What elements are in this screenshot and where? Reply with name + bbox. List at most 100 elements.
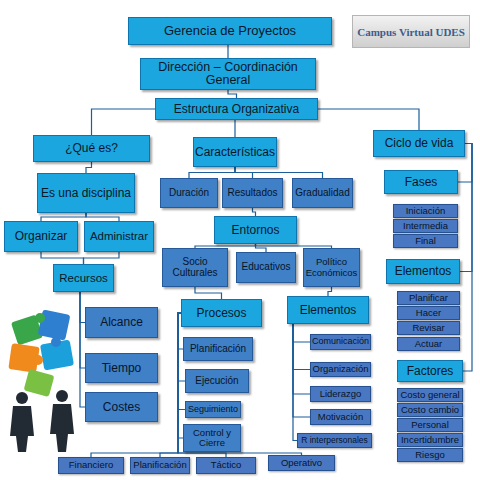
list-item-box: Planificación xyxy=(130,457,190,474)
node-text: Hacer xyxy=(416,308,441,318)
concept-box: Procesos xyxy=(181,299,262,327)
node-text: Costes xyxy=(103,401,140,414)
node-text: Financiero xyxy=(69,460,113,470)
connector-line xyxy=(178,313,302,455)
list-item-box: R interpersonales xyxy=(297,433,372,448)
connector-line xyxy=(41,213,86,221)
node-text: Motivación xyxy=(318,412,363,422)
connector-line xyxy=(235,167,323,178)
list-item-box: Personal xyxy=(397,418,463,432)
connector-line xyxy=(293,324,310,394)
node-text: Control y Cierre xyxy=(186,428,238,449)
node-text: Personal xyxy=(411,420,449,430)
list-item-box: Iniciación xyxy=(393,204,458,218)
list-item-box: Motivación xyxy=(310,409,371,425)
node-text: Estructura Organizativa xyxy=(174,103,299,116)
sub-concept-box: Costes xyxy=(85,392,158,422)
sub-concept-box: Planificación xyxy=(183,337,253,361)
sub-concept-box: Duración xyxy=(160,178,218,208)
node-text: Elementos xyxy=(300,304,357,317)
node-text: Elementos xyxy=(395,265,452,278)
node-text: Tiempo xyxy=(102,362,142,375)
sub-concept-box: Político Económicos xyxy=(303,248,360,287)
node-text: Final xyxy=(415,236,436,246)
concept-box: Elementos xyxy=(287,296,369,324)
connector-line xyxy=(189,167,235,178)
node-text: Entornos xyxy=(231,224,279,237)
connector-line xyxy=(178,313,185,410)
sub-concept-box: Control y Cierre xyxy=(183,424,241,452)
node-text: Características xyxy=(195,146,275,159)
concept-box: Estructura Organizativa xyxy=(155,98,318,120)
connector-line xyxy=(293,324,310,370)
node-text: Ejecución xyxy=(195,376,238,387)
concept-box: Recursos xyxy=(53,264,114,292)
connector-line xyxy=(195,287,222,299)
node-text: Administrar xyxy=(90,230,148,242)
concept-box: Elementos xyxy=(386,259,460,284)
list-item-box: Táctico xyxy=(196,457,256,474)
node-text: Comunicación xyxy=(312,337,369,347)
list-item-box: Financiero xyxy=(58,457,124,474)
node-text: Seguimiento xyxy=(188,405,238,415)
connector-line xyxy=(92,109,156,135)
node-text: ¿Qué es? xyxy=(65,142,118,155)
node-text: Intermedia xyxy=(403,221,448,231)
node-text: Revisar xyxy=(412,323,444,333)
list-item-box: Hacer xyxy=(397,306,460,320)
concept-box: Factores xyxy=(397,360,463,382)
list-item-box: Incertidumbre xyxy=(397,433,463,447)
connector-line xyxy=(293,324,310,342)
node-text: Recursos xyxy=(59,272,108,284)
concept-box: Organizar xyxy=(4,221,78,252)
list-item-box: Revisar xyxy=(397,321,460,335)
sub-concept-box: Seguimiento xyxy=(185,401,241,418)
node-text: Fases xyxy=(405,176,438,189)
connector-line xyxy=(328,287,332,296)
connector-line xyxy=(253,208,256,216)
node-text: Educativos xyxy=(242,262,291,273)
node-text: Procesos xyxy=(196,307,246,320)
list-item-box: Planificar xyxy=(397,291,460,305)
list-item-box: Organización xyxy=(310,362,371,377)
node-text: Gradualidad xyxy=(295,188,349,199)
node-text: Planificación xyxy=(190,344,246,355)
node-text: Factores xyxy=(407,365,454,378)
node-text: Planificación xyxy=(133,460,186,470)
connector-line xyxy=(86,213,119,221)
list-item-box: Liderazgo xyxy=(310,386,371,402)
connector-line xyxy=(227,45,228,58)
node-text: Es una disciplina xyxy=(41,187,131,200)
connector-line xyxy=(293,324,310,417)
connector-line xyxy=(234,120,235,137)
node-text: R interpersonales xyxy=(301,436,368,445)
sub-concept-box: Alcance xyxy=(85,307,158,338)
node-text: Organización xyxy=(313,364,369,374)
node-text: Riesgo xyxy=(415,450,445,460)
connector-line xyxy=(293,324,297,441)
list-item-box: Operativo xyxy=(268,455,335,471)
people-silhouettes xyxy=(10,390,74,452)
sub-concept-box: Resultados xyxy=(222,178,283,208)
concept-box: ¿Qué es? xyxy=(33,135,150,162)
concept-box: Dirección – Coordinación General xyxy=(140,58,316,90)
connector-line xyxy=(84,252,120,264)
concept-box: Ciclo de vida xyxy=(373,130,465,157)
list-item-box: Costo cambio xyxy=(397,403,463,417)
node-text: Actuar xyxy=(415,339,442,349)
logo-watermark: Campus Virtual UDES xyxy=(352,15,470,48)
node-text: Táctico xyxy=(211,460,242,470)
connector-line xyxy=(86,162,92,173)
connector-line xyxy=(41,252,84,264)
node-text: Dirección – Coordinación General xyxy=(143,61,313,88)
concept-box: Características xyxy=(193,137,277,167)
concept-box: Gerencia de Proyectos xyxy=(128,17,332,45)
node-text: Político Económicos xyxy=(306,257,358,278)
list-item-box: Comunicación xyxy=(310,334,371,350)
concept-box: Fases xyxy=(384,170,458,194)
node-text: Costo cambio xyxy=(401,405,459,415)
node-text: Organizar xyxy=(15,230,68,243)
node-text: Socio Culturales xyxy=(165,257,225,279)
connector-line xyxy=(228,90,237,98)
sub-concept-box: Educativos xyxy=(236,252,296,283)
